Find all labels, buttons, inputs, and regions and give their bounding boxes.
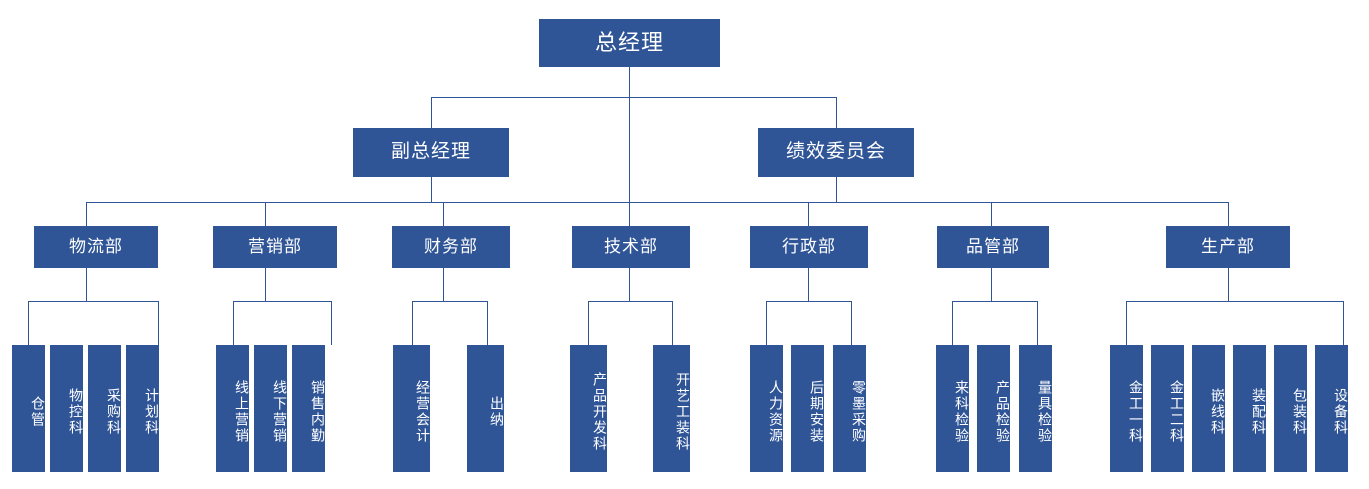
connector-dept-drop-6 [1228,202,1229,226]
connector-admin-right [851,301,852,345]
node-team-post-installation[interactable]: 后期安装 [791,345,825,472]
node-team-machining-2[interactable]: 金工二科 [1151,345,1185,472]
node-department-administration[interactable]: 行政部 [750,226,868,268]
node-department-technology[interactable]: 技术部 [572,226,690,268]
node-team-equipment[interactable]: 设备科 [1315,345,1349,472]
node-team-winding[interactable]: 嵌线科 [1192,345,1226,472]
node-team-ink-purchasing[interactable]: 零墨采购 [833,345,867,472]
connector-marketing-bus [233,301,331,302]
connector-logistics-left [28,301,29,345]
node-team-assembly[interactable]: 装配科 [1233,345,1267,472]
node-department-logistics[interactable]: 物流部 [34,226,158,268]
node-department-finance[interactable]: 财务部 [392,226,510,268]
connector-department-bus [86,202,1228,203]
connector-tech-right [672,301,673,345]
connector-level2-bus [431,97,836,98]
node-team-human-resources[interactable]: 人力资源 [750,345,784,472]
connector-committee-down [836,177,837,202]
node-team-product-development[interactable]: 产品开发科 [570,345,608,472]
connector-marketing-right [331,301,332,345]
connector-quality-stem [991,268,992,301]
node-team-gauge-inspection[interactable]: 量具检验 [1019,345,1053,472]
node-team-purchasing[interactable]: 采购科 [88,345,122,472]
connector-finance-right [487,301,488,345]
node-team-cashier[interactable]: 出纳 [467,345,505,472]
node-team-planning[interactable]: 计划科 [126,345,160,472]
connector-to-committee [836,97,837,128]
node-vice-general-manager[interactable]: 副总经理 [353,128,509,177]
node-team-tooling-craft[interactable]: 开艺工装科 [653,345,691,472]
node-team-management-accounting[interactable]: 经营会计 [393,345,431,472]
node-department-marketing[interactable]: 营销部 [213,226,337,268]
node-team-material-control[interactable]: 物控科 [50,345,84,472]
connector-logistics-right [158,301,159,345]
connector-logistics-bus [28,301,158,302]
node-team-incoming-inspection[interactable]: 来科检验 [936,345,970,472]
connector-marketing-stem [265,268,266,301]
node-department-production[interactable]: 生产部 [1166,226,1290,268]
connector-dept-drop-2 [443,202,444,226]
connector-logistics-stem [86,268,87,301]
connector-production-left [1126,301,1127,345]
connector-quality-right [1037,301,1038,345]
node-team-sales-support[interactable]: 销售内勤 [292,345,326,472]
node-team-warehouse[interactable]: 仓管 [12,345,46,472]
connector-production-stem [1228,268,1229,301]
connector-admin-bus [766,301,851,302]
connector-finance-bus [412,301,487,302]
connector-tech-left [588,301,589,345]
connector-to-vice-gm [431,97,432,128]
node-department-quality[interactable]: 品管部 [937,226,1049,268]
connector-dept-drop-0 [86,202,87,226]
node-team-online-marketing[interactable]: 线上营销 [216,345,250,472]
connector-finance-stem [443,268,444,301]
connector-marketing-left [233,301,234,345]
connector-root-trunk [629,97,630,202]
node-team-product-inspection[interactable]: 产品检验 [977,345,1011,472]
connector-quality-left [952,301,953,345]
connector-finance-left [412,301,413,345]
connector-dept-drop-1 [265,202,266,226]
connector-production-bus [1126,301,1343,302]
connector-tech-stem [629,268,630,301]
connector-quality-bus [952,301,1037,302]
connector-root-down [629,67,630,97]
node-general-manager[interactable]: 总经理 [539,19,720,67]
connector-admin-left [766,301,767,345]
connector-production-right [1343,301,1344,345]
connector-vice-gm-down [431,177,432,202]
connector-dept-drop-3 [629,202,630,226]
node-team-offline-marketing[interactable]: 线下营销 [254,345,288,472]
node-team-machining-1[interactable]: 金工一科 [1110,345,1144,472]
connector-dept-drop-5 [991,202,992,226]
connector-tech-bus [588,301,672,302]
node-team-packaging[interactable]: 包装科 [1274,345,1308,472]
connector-admin-stem [808,268,809,301]
node-performance-committee[interactable]: 绩效委员会 [758,128,914,177]
connector-dept-drop-4 [808,202,809,226]
